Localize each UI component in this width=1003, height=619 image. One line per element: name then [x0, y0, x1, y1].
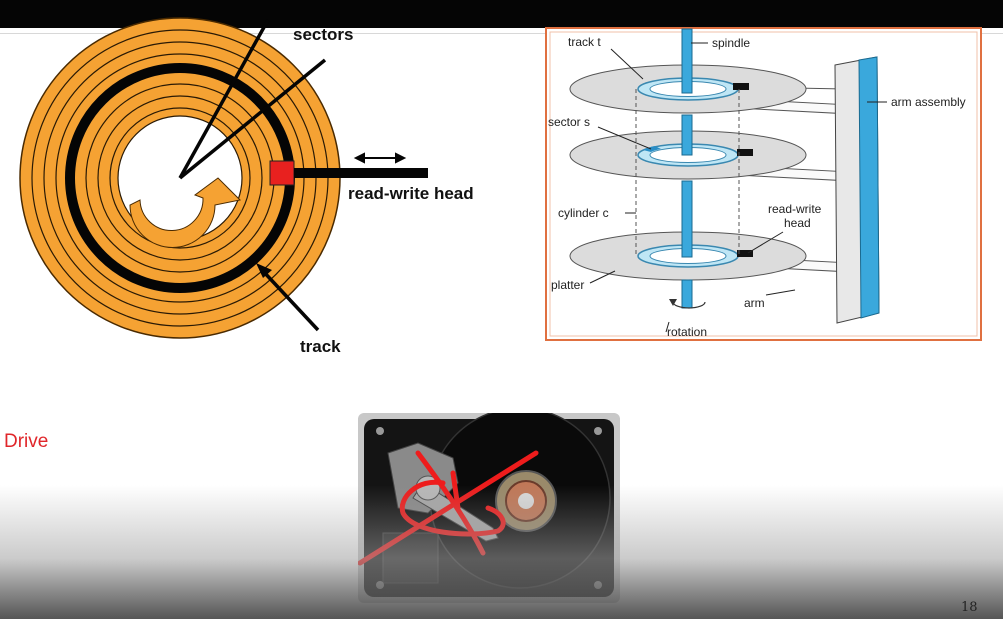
bottom-shadow-overlay — [0, 485, 1003, 619]
page-number: 18 — [961, 600, 978, 615]
sectors-label: sectors — [293, 25, 354, 44]
platter-top — [569, 64, 807, 114]
platter-label: platter — [551, 278, 584, 292]
read-write-label-line1: read-write — [768, 202, 822, 216]
sector-lines — [178, 19, 327, 180]
rotation-label: rotation — [667, 325, 707, 339]
arm-assembly-label: arm assembly — [891, 95, 966, 109]
track-t-label: track t — [568, 35, 601, 49]
sector-s-label: sector s — [548, 115, 590, 129]
cylinder-c-label: cylinder c — [558, 206, 609, 220]
double-arrow-icon — [353, 152, 407, 164]
rotation-arrow-icon — [129, 177, 242, 248]
read-write-head-label: read-write head — [348, 184, 474, 203]
leader-lines — [589, 42, 887, 333]
disk-track-sector-diagram — [19, 17, 428, 339]
header-divider — [0, 33, 1003, 34]
disk-mechanism-diagram: track t spindle arm assembly sector s cy… — [545, 27, 982, 341]
head-arm — [294, 168, 428, 178]
spindle — [681, 28, 693, 309]
read-write-head — [269, 160, 295, 186]
arm-label: arm — [744, 296, 765, 310]
rotation-arrow-icon — [672, 301, 706, 309]
track-pointer-arrow — [256, 263, 320, 332]
track-label: track — [300, 337, 341, 356]
arm-assembly — [734, 56, 880, 324]
drive-label: Drive — [4, 431, 49, 452]
spindle-label: spindle — [712, 36, 750, 50]
read-write-label-line2: head — [784, 216, 811, 230]
